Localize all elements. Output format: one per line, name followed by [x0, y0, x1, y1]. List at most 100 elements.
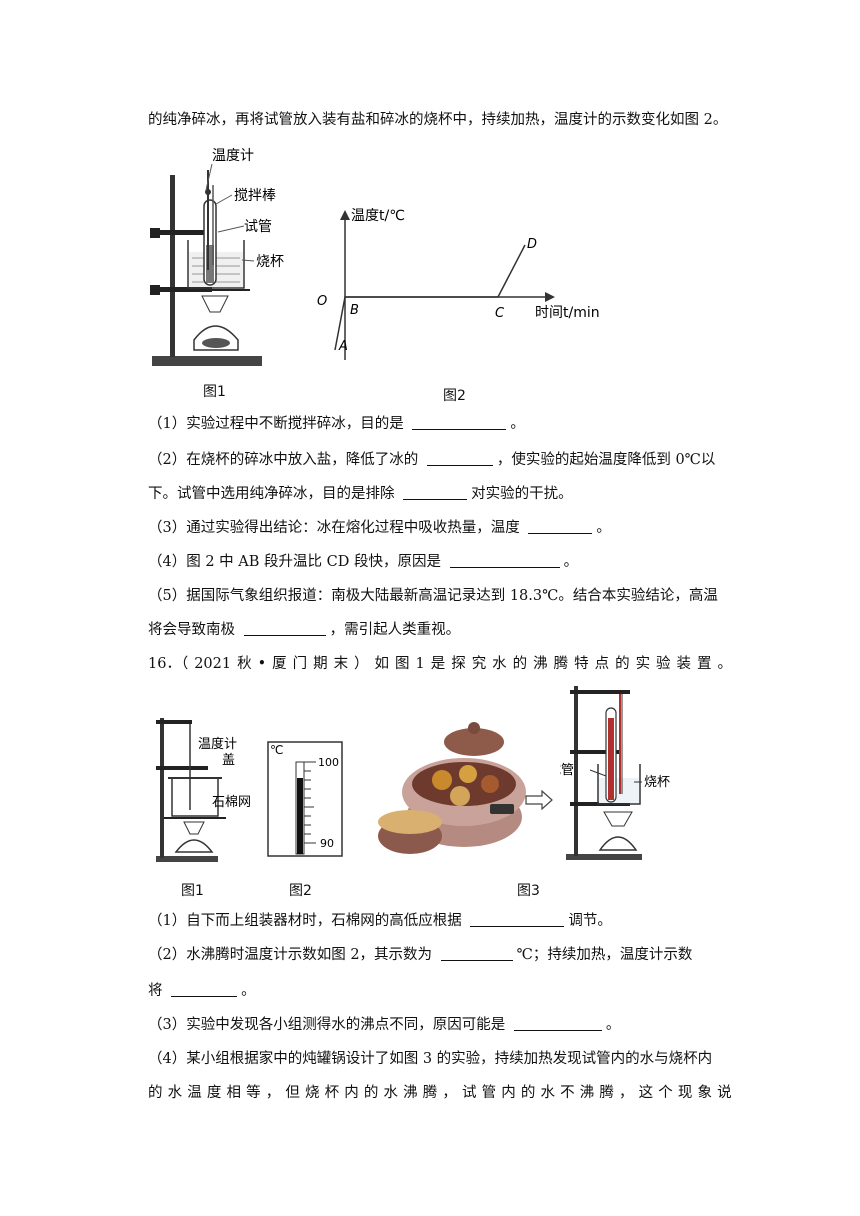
q16-4: （4）某小组根据家中的炖罐锅设计了如图 3 的实验，持续加热发现试管内的水与烧杯…: [148, 1051, 713, 1067]
q16-4-line2-char: 腾: [599, 1085, 614, 1101]
q16-4-line2-char: 温: [187, 1085, 202, 1101]
q16-header-char: ）: [354, 656, 369, 672]
q15-5b: 将会导致南极 ，需引起人类重视。: [148, 622, 461, 638]
q16-4-line2-char: 沸: [579, 1085, 595, 1101]
fig2-point-a: A: [338, 339, 348, 354]
q16-fig2-unit: ℃: [270, 743, 283, 757]
q16-4-line2-char: 管: [481, 1085, 497, 1101]
q16-header-char: 点: [594, 656, 610, 672]
fig1-apparatus: 温度计 搅拌棒 试管 烧杯: [150, 148, 284, 366]
q16-header-char: 沸: [533, 656, 548, 672]
q16-4-line2-char: 个: [658, 1085, 673, 1101]
q16-4-line2-char: 水: [167, 1085, 183, 1101]
q16-header-char: 图: [395, 656, 410, 672]
q16-4-line2-char: 度: [206, 1085, 222, 1101]
q15-4: （4）图 2 中 AB 段升温比 CD 段快，原因是 。: [148, 554, 579, 570]
q16-fig3-caption: 图3: [517, 883, 540, 899]
q16-header-char: 。: [717, 656, 733, 672]
intro-line: 的纯净碎冰，再将试管放入装有盐和碎冰的烧杯中，持续加热，温度计的示数变化如图 2…: [148, 112, 728, 128]
q16-4-line2-char: 相: [226, 1085, 242, 1101]
fig2-temp-line: [334, 244, 526, 351]
q16-4-line2-char: 腾: [422, 1085, 438, 1101]
q16-header-char: 如: [374, 656, 390, 672]
fig2-xlabel: 时间t/min: [535, 305, 600, 321]
q15-3: （3）通过实验得出结论：冰在熔化过程中吸收热量，温度 。: [148, 520, 611, 536]
q16-header-char: 究: [471, 656, 487, 672]
q16-header-char: 的: [512, 656, 528, 672]
q16-3: （3）实验中发现各小组测得水的沸点不同，原因可能是 。: [148, 1017, 621, 1033]
q16-fig1-apparatus: 温度计 盖 石棉网: [156, 718, 251, 862]
fig1-label-tube: 试管: [244, 219, 272, 235]
q16-fig3-label-tube: 试管: [560, 763, 574, 778]
q16-fig3-arrow-icon: [525, 790, 553, 810]
q16-4-line2-char: 这: [638, 1085, 654, 1101]
q16-4-line2-char: 但: [285, 1085, 300, 1101]
q16-1: （1）自下而上组装器材时，石棉网的高低应根据 调节。: [148, 913, 612, 929]
q16-2b: 将 。: [148, 983, 256, 999]
fig2-point-c: C: [495, 306, 505, 321]
q16-2: （2）水沸腾时温度计示数如图 2，其示数为 ℃；持续加热，温度计示数: [148, 947, 693, 963]
q16-header-char: 特: [574, 656, 589, 672]
q16-fig3-label-beaker: 烧杯: [644, 775, 670, 790]
q16-header-char: 厦: [272, 656, 287, 672]
q15-2: （2）在烧杯的碎冰中放入盐，降低了冰的 ，使实验的起始温度降低到 0℃以: [148, 452, 716, 468]
q16-fig3-stew-pot: [378, 722, 526, 854]
fig1-label-thermometer: 温度计: [212, 148, 254, 164]
q16-4-line2-char: 现: [677, 1085, 693, 1101]
q16-4-line2-char: ，: [442, 1085, 457, 1101]
q16-header-char: 末: [333, 656, 349, 672]
q16-header-char: 2021: [194, 656, 232, 672]
q16-header-char: 装: [676, 656, 692, 672]
q16-fig1-label-lid: 盖: [222, 753, 235, 768]
q15-5: （5）据国际气象组织报道：南极大陆最新高温记录达到 18.3℃。结合本实验结论，…: [148, 588, 718, 604]
q16-header-char: 腾: [553, 656, 569, 672]
q16-header-char: •: [257, 656, 267, 672]
q16-4-line2-char: 试: [462, 1085, 477, 1101]
fig2-ylabel: 温度t/℃: [351, 208, 405, 224]
q16-header-char: 秋: [237, 656, 252, 672]
fig1-label-beaker: 烧杯: [256, 254, 284, 270]
q16-fig1-label-gauze: 石棉网: [212, 795, 251, 810]
q16-4-line2-char: 象: [697, 1085, 713, 1101]
q16-4-line2-char: 内: [501, 1085, 516, 1101]
q16-4-line2-char: 的: [363, 1085, 379, 1101]
q16-header-char: 验: [656, 656, 671, 672]
fig2-point-b: B: [350, 303, 359, 318]
q15-2b: 下。试管中选用纯净碎冰，目的是排除 对实验的干扰。: [148, 486, 573, 502]
q16-header-char: 门: [292, 656, 308, 672]
q16-header-char: 期: [313, 656, 328, 672]
q16-header-char: 水: [492, 656, 507, 672]
q16-header-char: 16．（: [148, 656, 189, 672]
q16-fig1-caption: 图1: [181, 883, 204, 899]
fig2-origin: O: [317, 294, 327, 309]
q16-4-line2-char: 的: [520, 1085, 536, 1101]
q16-4-line2-char: 内: [344, 1085, 359, 1101]
q16-4-line2-char: 说: [717, 1085, 732, 1101]
q16-fig2-caption: 图2: [289, 883, 312, 899]
q16-4-line2-char: 沸: [403, 1085, 418, 1101]
q16-header-char: 探: [451, 656, 466, 672]
q16-4-line2-char: 的: [148, 1085, 163, 1101]
q16-4-line2-char: 水: [540, 1085, 556, 1101]
q16-fig2-thermometer: ℃ 100 90: [267, 741, 343, 857]
q16-fig3-apparatus: 试管 烧杯: [560, 686, 670, 860]
q16-4-line2-char: ，: [265, 1085, 281, 1101]
q16-header-char: 实: [635, 656, 651, 672]
fig1-caption: 图1: [203, 384, 226, 400]
q16-fig2-top: 100: [318, 756, 339, 769]
q16-fig2-bottom: 90: [320, 837, 334, 850]
q16-4-line2-char: 水: [383, 1085, 399, 1101]
q16-header-char: 的: [615, 656, 630, 672]
fig2-graph: 温度t/℃ 时间t/min O A B C D: [317, 208, 600, 360]
q16-4-line2: 的水温度相等，但烧杯内的水沸腾，试管内的水不沸腾，这个现象说: [148, 1083, 732, 1103]
q16-4-line2-char: 杯: [324, 1085, 340, 1101]
q15-1: （1）实验过程中不断搅拌碎冰，目的是 。: [148, 416, 525, 432]
q16-4-line2-char: ，: [619, 1085, 634, 1101]
q16-header-char: 1: [415, 656, 425, 672]
q16-header-char: 是: [430, 656, 446, 672]
fig1-label-stirrer: 搅拌棒: [234, 188, 276, 204]
fig2-point-d: D: [527, 237, 537, 252]
q16-4-line2-char: 等: [246, 1085, 261, 1101]
q16-4-line2-char: 不: [560, 1085, 575, 1101]
